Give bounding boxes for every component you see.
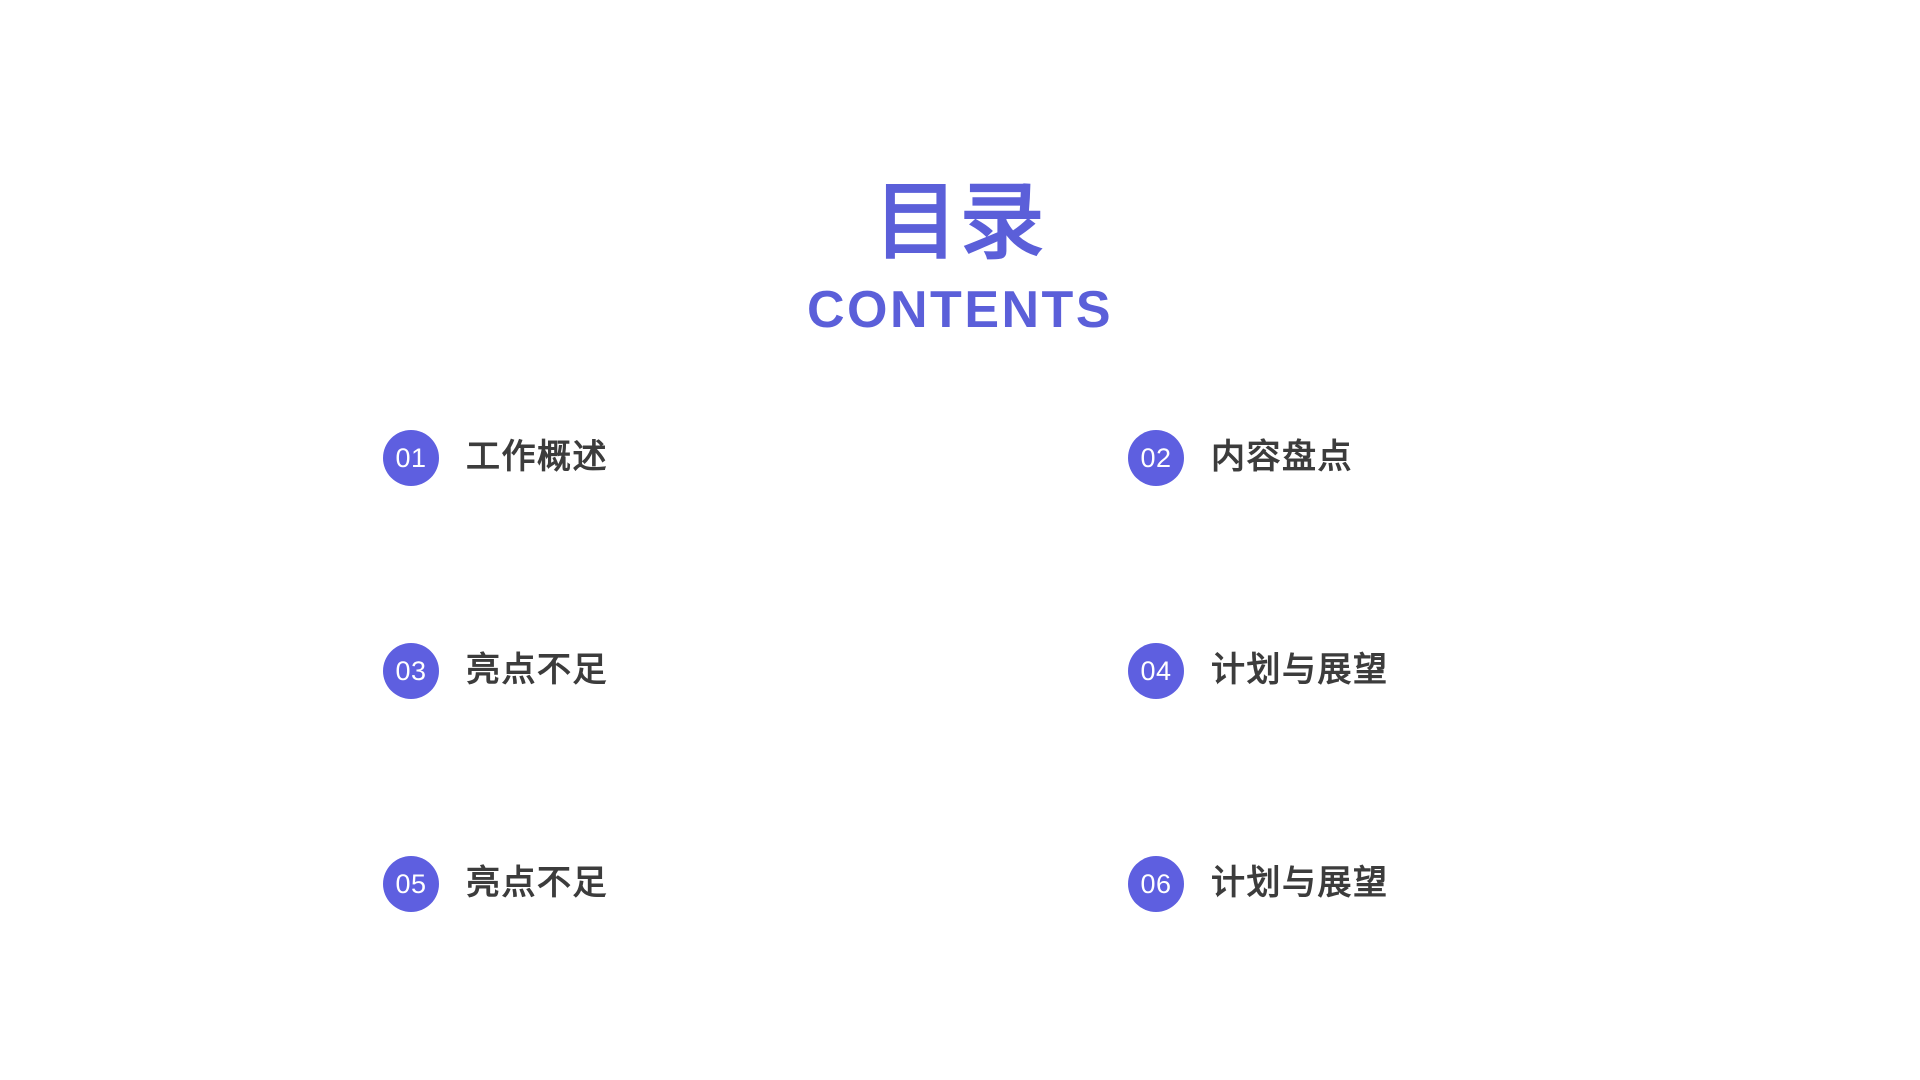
toc-entry-02[interactable]: 02 内容盘点 xyxy=(1128,430,1688,486)
toc-entry-label: 亮点不足 xyxy=(466,863,608,904)
page-subtitle: CONTENTS xyxy=(807,281,1113,340)
toc-entry-label: 亮点不足 xyxy=(466,650,608,691)
toc-number-badge: 06 xyxy=(1128,856,1184,912)
toc-entry-05[interactable]: 05 亮点不足 xyxy=(383,856,943,912)
toc-entry-label: 内容盘点 xyxy=(1211,437,1353,478)
slide-header: 目录 CONTENTS xyxy=(0,178,1920,339)
toc-entry-label: 工作概述 xyxy=(466,437,608,478)
toc-entry-label: 计划与展望 xyxy=(1211,650,1389,691)
table-of-contents: 01 工作概述 02 内容盘点 03 亮点不足 04 计划与展望 05 亮点不足… xyxy=(383,430,1613,912)
toc-entry-03[interactable]: 03 亮点不足 xyxy=(383,643,943,699)
toc-entry-01[interactable]: 01 工作概述 xyxy=(383,430,943,486)
page-title: 目录 xyxy=(873,173,1046,271)
toc-number-badge: 02 xyxy=(1128,430,1184,486)
toc-entry-label: 计划与展望 xyxy=(1211,863,1389,904)
toc-entry-04[interactable]: 04 计划与展望 xyxy=(1128,643,1688,699)
toc-number-badge: 05 xyxy=(383,856,439,912)
toc-entry-06[interactable]: 06 计划与展望 xyxy=(1128,856,1688,912)
toc-number-badge: 04 xyxy=(1128,643,1184,699)
toc-number-badge: 01 xyxy=(383,430,439,486)
toc-number-badge: 03 xyxy=(383,643,439,699)
